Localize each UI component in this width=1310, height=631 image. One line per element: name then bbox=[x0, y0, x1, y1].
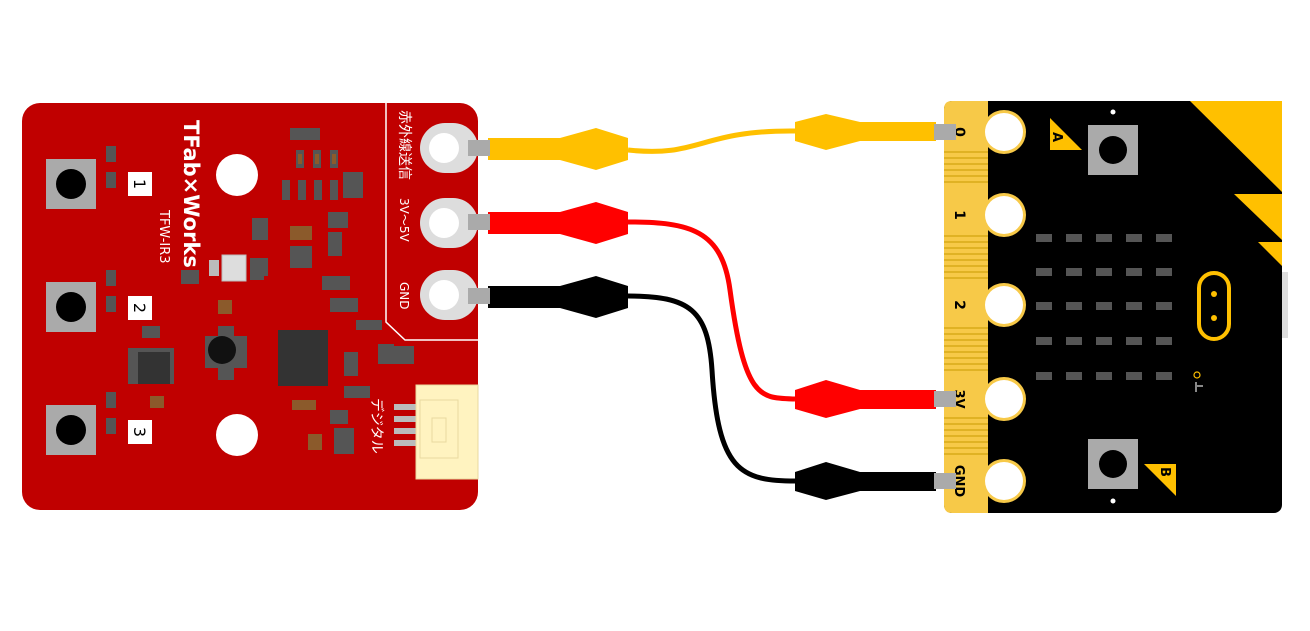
wire-gnd-to-gnd bbox=[468, 276, 956, 500]
ir-transmitter-board: 1 2 3 TFab×Works TFW-IR3 bbox=[22, 103, 479, 510]
pin-2-label: 2 bbox=[951, 300, 967, 310]
mounting-hole bbox=[216, 414, 258, 456]
smd-components bbox=[128, 128, 414, 454]
pin-3v: 3V bbox=[951, 377, 1026, 421]
terminal-signal bbox=[420, 123, 478, 173]
wire-signal-to-pin0 bbox=[468, 114, 956, 170]
ir-led-2: 2 bbox=[46, 270, 152, 332]
pin-0-label: 0 bbox=[951, 127, 967, 137]
pin-1-label: 1 bbox=[951, 210, 967, 220]
clip-red-left bbox=[488, 202, 628, 244]
clip-tip bbox=[934, 473, 956, 489]
header-label: 赤外線送信 bbox=[396, 110, 412, 180]
corner-graphic bbox=[1190, 101, 1282, 266]
button-a-label: A bbox=[1049, 132, 1064, 142]
brand-text: TFab×Works bbox=[179, 120, 203, 268]
pin-gnd-label: GND bbox=[951, 465, 966, 498]
clip-tip bbox=[468, 288, 490, 304]
microbit-board: 0 1 2 3V GND bbox=[944, 101, 1288, 513]
led-matrix bbox=[1036, 234, 1172, 380]
digital-connector bbox=[394, 384, 479, 480]
pin-2: 2 bbox=[951, 283, 1026, 327]
clip-yellow-left bbox=[488, 128, 628, 170]
brand-logo: TFab×Works TFW-IR3 bbox=[156, 120, 203, 268]
orientation-dot bbox=[1110, 109, 1116, 115]
orientation-dot bbox=[1110, 498, 1116, 504]
gnd-label: GND bbox=[397, 282, 411, 310]
led-number-2: 2 bbox=[130, 303, 149, 313]
pin-gnd: GND bbox=[951, 459, 1026, 503]
terminal-vcc bbox=[420, 198, 478, 248]
button-a-tag bbox=[1050, 118, 1082, 150]
clip-tip bbox=[934, 124, 956, 140]
edge-fingers bbox=[944, 151, 988, 455]
edge-connector bbox=[944, 101, 988, 513]
clip-tip bbox=[468, 214, 490, 230]
clip-yellow-right bbox=[795, 114, 936, 150]
model-text: TFW-IR3 bbox=[156, 209, 171, 264]
ir-led-1: 1 bbox=[46, 146, 152, 209]
led-number-3: 3 bbox=[130, 427, 149, 437]
clip-red-right bbox=[795, 380, 936, 418]
pin-1: 1 bbox=[951, 193, 1026, 237]
voltage-label: 3V〜5V bbox=[397, 198, 411, 242]
microbit-body bbox=[944, 101, 1282, 513]
clip-tip bbox=[934, 391, 956, 407]
microphone-icon bbox=[1195, 382, 1203, 392]
button-b-label: B bbox=[1157, 467, 1172, 477]
digital-label: デジタル bbox=[368, 398, 385, 454]
clip-black-right bbox=[795, 462, 936, 500]
ir-board-pcb bbox=[22, 103, 478, 510]
button-a[interactable] bbox=[1088, 125, 1138, 175]
button-b[interactable] bbox=[1088, 439, 1138, 489]
button-b-tag bbox=[1144, 464, 1176, 496]
terminal-gnd bbox=[420, 270, 478, 320]
ir-led-3: 3 bbox=[46, 392, 152, 455]
clip-tip bbox=[468, 140, 490, 156]
led-number-1: 1 bbox=[130, 179, 149, 189]
mounting-hole bbox=[216, 154, 258, 196]
touch-logo-icon bbox=[1197, 271, 1231, 341]
wire-vcc-to-3v bbox=[468, 202, 956, 418]
clip-black-left bbox=[488, 276, 628, 318]
microphone-indicator-icon bbox=[1193, 371, 1201, 379]
side-connector bbox=[1282, 272, 1288, 338]
pin-0: 0 bbox=[951, 110, 1026, 154]
header-outline bbox=[385, 103, 478, 341]
